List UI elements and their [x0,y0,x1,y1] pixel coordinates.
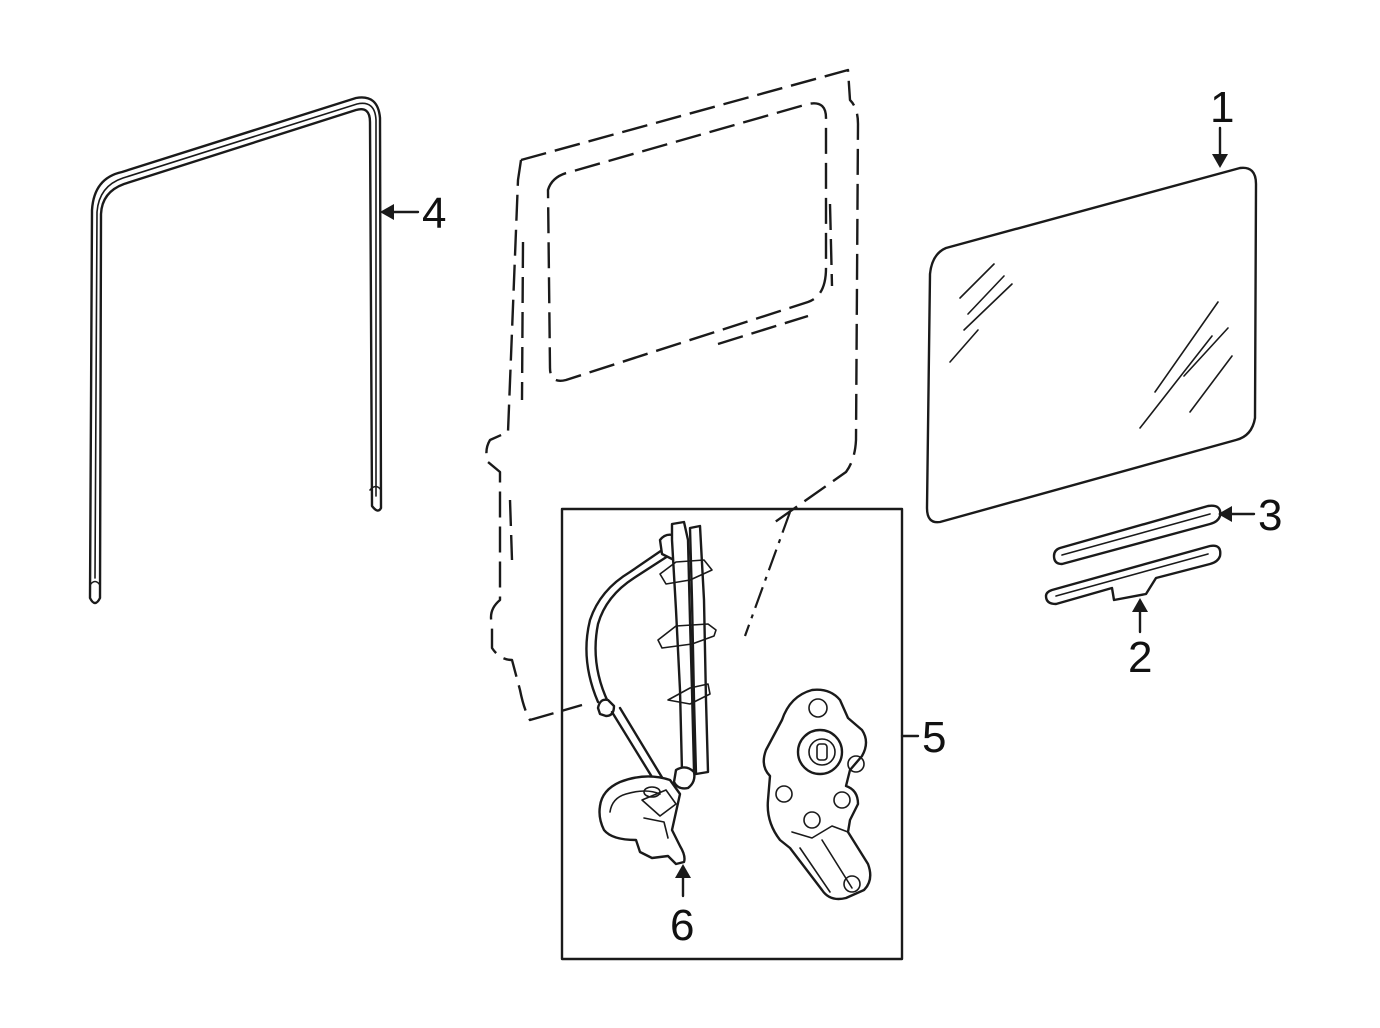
window-motor [762,688,872,901]
arrow-6-icon [675,864,691,878]
lower-channel-part [1044,544,1222,606]
callout-6: 6 [670,901,694,950]
arrow-2-icon [1132,598,1148,612]
regulator-box [560,507,904,961]
run-channel-part [88,96,383,605]
arrow-1-icon [1212,154,1228,168]
callout-3: 3 [1258,491,1282,540]
callout-5: 5 [922,713,946,762]
arrow-4-icon [380,204,394,220]
door-outline [485,68,860,722]
window-regulator [585,520,717,866]
glass-channel-part [1052,504,1222,566]
leader-lines [380,126,1256,898]
door-glass-part [925,166,1258,524]
callout-4: 4 [422,189,446,238]
arrow-3-icon [1218,506,1232,522]
callout-2: 2 [1128,633,1152,682]
callout-1: 1 [1210,83,1234,132]
